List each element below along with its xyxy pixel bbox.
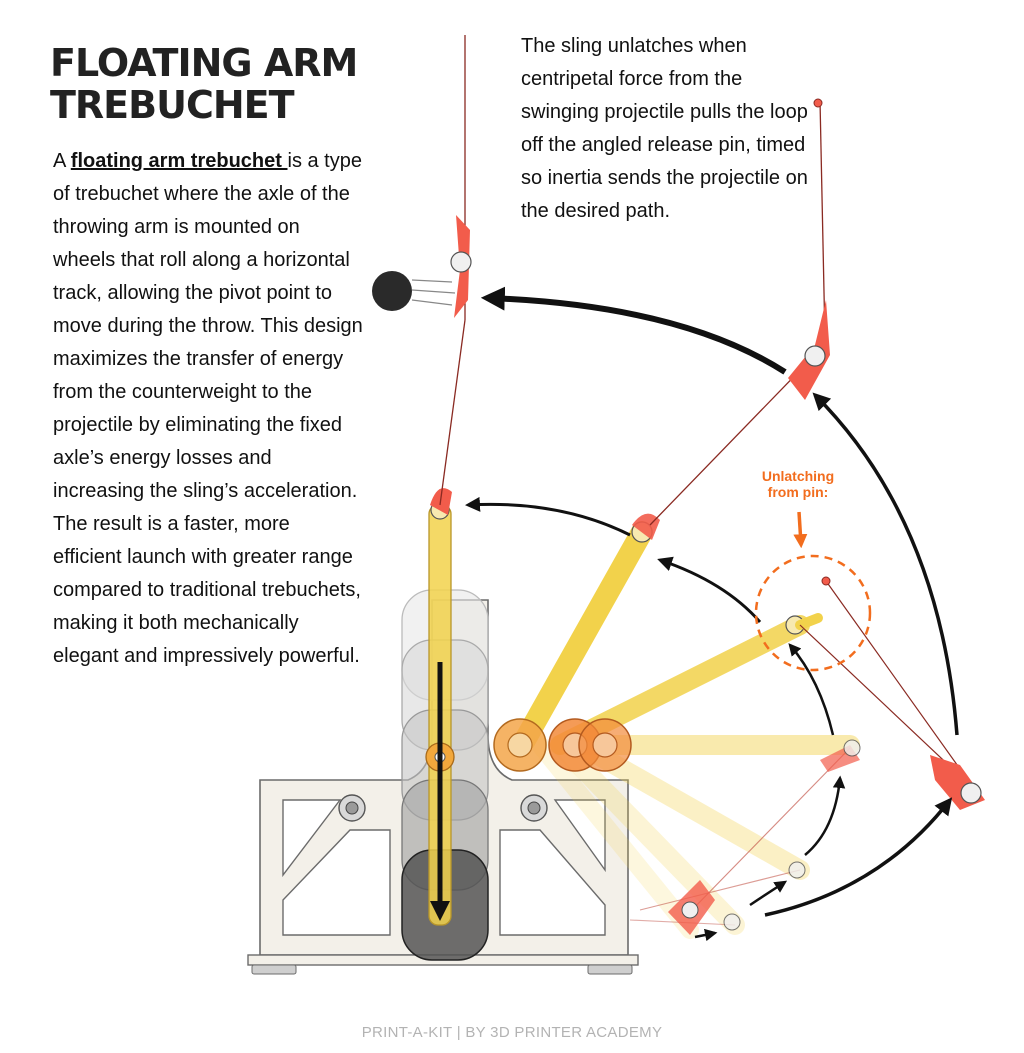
intro-lead: A (53, 150, 71, 172)
title-line-2: TREBUCHET (50, 83, 295, 127)
sling-pouches (450, 98, 985, 935)
footer-credit: PRINT-A-KIT | BY 3D PRINTER ACADEMY (361, 1024, 663, 1041)
sling-lines (439, 35, 976, 926)
title-line-1: FLOATING ARM (50, 41, 358, 85)
unlatching-callout-label: Unlatching from pin: (738, 468, 858, 500)
unlatch-highlight (754, 511, 872, 672)
release-note: The sling unlatches when centripetal for… (521, 35, 808, 222)
floating-arm-trebuchet-link[interactable]: floating arm trebuchet (70, 150, 288, 172)
page-title: FLOATING ARM TREBUCHET (50, 42, 390, 126)
projectile (372, 271, 456, 311)
throwing-arm-mid (514, 513, 660, 751)
pivot-wheels (493, 718, 632, 772)
callout-line-1: Unlatching (761, 468, 835, 484)
callout-line-2: from pin: (767, 484, 829, 500)
intro-body: is a type of trebuchet where the axle of… (53, 150, 363, 667)
motion-arrows (430, 286, 959, 942)
intro-paragraph: A floating arm trebuchet is a type of tr… (53, 145, 363, 673)
